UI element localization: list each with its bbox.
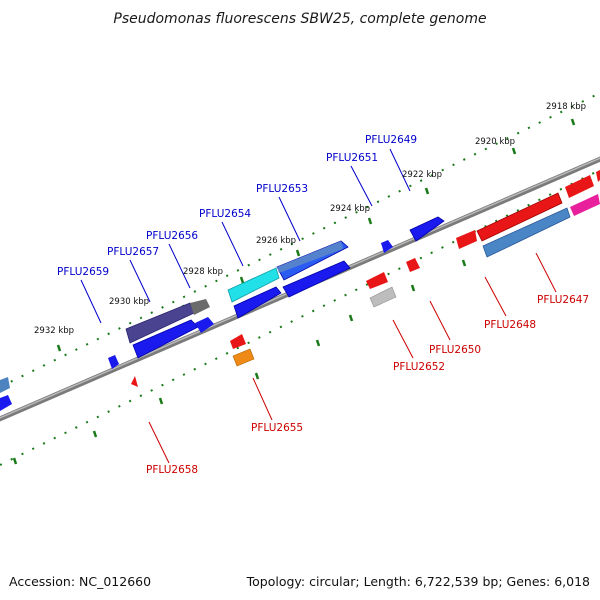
gene-label[interactable]: PFLU2647: [537, 294, 589, 306]
gene-arrow-pflu2648-head[interactable]: [456, 230, 477, 249]
gene-arrow-small[interactable]: [381, 240, 393, 253]
kbp-label: 2924 kbp: [330, 204, 370, 214]
gene-label[interactable]: PFLU2654: [199, 208, 251, 220]
reverse-genes: [131, 170, 600, 387]
gene-label[interactable]: PFLU2652: [393, 361, 445, 373]
kbp-label: 2922 kbp: [402, 170, 442, 180]
gene-arrow-pflu2652-grey[interactable]: [369, 286, 397, 308]
map-title: Pseudomonas fluorescens SBW25, complete …: [113, 11, 486, 27]
bottom-ruler: [0, 169, 600, 466]
kbp-label: 2920 kbp: [475, 137, 515, 147]
gene-arrow-pflu2650[interactable]: [406, 258, 420, 272]
reverse-gene-labels: PFLU2647 PFLU2648 PFLU2650 PFLU2652 PFLU…: [146, 294, 589, 476]
gene-arrow-pflu2657b[interactable]: [195, 317, 214, 333]
reverse-leader-lines: [148, 252, 557, 464]
gene-arrow-pflu2656-tail[interactable]: [190, 299, 210, 315]
gene-label[interactable]: PFLU2656: [146, 230, 198, 242]
gene-arrow-top-right[interactable]: [565, 175, 594, 198]
gene-label[interactable]: PFLU2659: [57, 266, 109, 278]
gene-arrow-left-edge[interactable]: [0, 377, 10, 393]
gene-arrow-pflu2652[interactable]: [366, 272, 388, 289]
gene-label[interactable]: PFLU2651: [326, 152, 378, 164]
gene-arrow-pflu2659[interactable]: [108, 355, 119, 369]
gene-label[interactable]: PFLU2657: [107, 246, 159, 258]
gene-arrow-pflu2658[interactable]: [131, 376, 138, 387]
gene-arrow-magenta[interactable]: [570, 194, 600, 216]
gene-arrow-pflu2648[interactable]: [476, 192, 563, 242]
gene-arrow-left-edge-2[interactable]: [0, 395, 12, 411]
kbp-label: 2928 kbp: [183, 267, 223, 277]
forward-leader-lines: [80, 148, 411, 324]
forward-genes: [0, 216, 445, 411]
kbp-label: 2930 kbp: [109, 297, 149, 307]
gene-arrow-pflu2655-orange[interactable]: [232, 348, 255, 367]
gene-label[interactable]: PFLU2653: [256, 183, 308, 195]
gene-arrow-top-right-2[interactable]: [596, 170, 600, 182]
kbp-label: 2918 kbp: [546, 102, 586, 112]
gene-label[interactable]: PFLU2650: [429, 344, 481, 356]
genome-info-text: Topology: circular; Length: 6,722,539 bp…: [246, 574, 590, 589]
gene-arrow-pflu2651-shade: [277, 241, 343, 273]
gene-arrow-pflu2653[interactable]: [282, 260, 351, 298]
kbp-label: 2932 kbp: [34, 326, 74, 336]
gene-label[interactable]: PFLU2658: [146, 464, 198, 476]
gene-arrow-pflu2655-fwd[interactable]: [233, 286, 282, 319]
gene-arrow-pflu2647[interactable]: [482, 207, 571, 258]
gene-arrow-pflu2649[interactable]: [409, 216, 445, 242]
gene-label[interactable]: PFLU2648: [484, 319, 536, 331]
ruler-major-ticks: [12, 118, 576, 465]
gene-arrow-pflu2655[interactable]: [230, 334, 246, 349]
gene-label[interactable]: PFLU2649: [365, 134, 417, 146]
accession-text: Accession: NC_012660: [9, 574, 151, 589]
gene-label[interactable]: PFLU2655: [251, 422, 303, 434]
forward-gene-labels: PFLU2649 PFLU2651 PFLU2653 PFLU2654 PFLU…: [57, 134, 417, 278]
gene-arrow-pflu2654[interactable]: [227, 267, 280, 303]
kbp-label: 2926 kbp: [256, 236, 296, 246]
ruler-labels: 2918 kbp 2920 kbp 2922 kbp 2924 kbp 2926…: [34, 102, 586, 336]
